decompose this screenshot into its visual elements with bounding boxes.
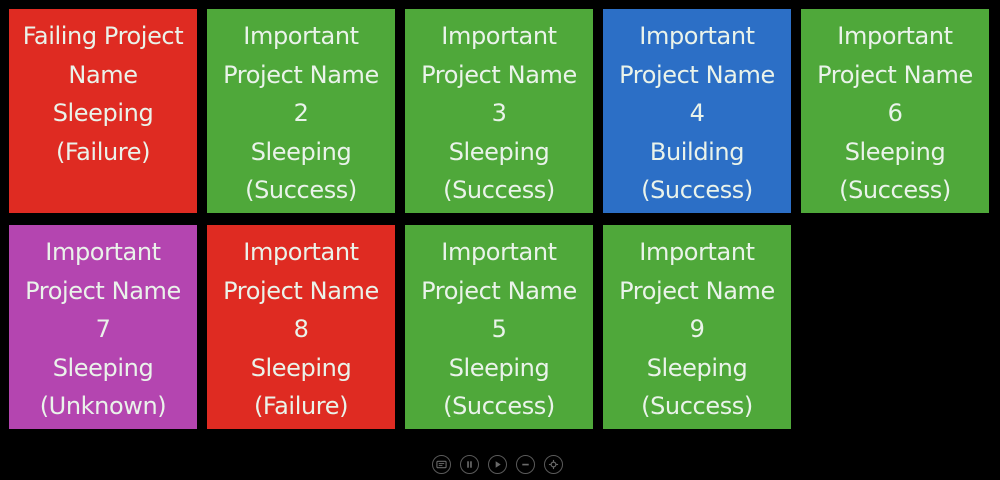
project-number: 9 (689, 315, 705, 344)
activity-label: Sleeping (250, 137, 352, 166)
project-tile[interactable]: Important Project Name 4 Building (Succe… (603, 9, 791, 213)
player-controls (432, 455, 563, 475)
activity-label: Sleeping (448, 137, 550, 166)
project-name-line-2: Project Name (25, 276, 181, 305)
build-status-grid: Failing Project Name Sleeping (Failure) … (9, 9, 991, 431)
project-tile[interactable]: Important Project Name 8 Sleeping (Failu… (207, 225, 395, 429)
pause-icon (467, 461, 472, 468)
project-tile[interactable]: Important Project Name 7 Sleeping (Unkno… (9, 225, 197, 429)
activity-label: Building (649, 137, 745, 166)
project-number: 5 (491, 315, 507, 344)
project-tile[interactable]: Important Project Name 6 Sleeping (Succe… (801, 9, 989, 213)
project-tile[interactable]: Failing Project Name Sleeping (Failure) (9, 9, 197, 213)
project-name-line-1: Important (243, 22, 359, 50)
build-status-label: (Failure) (55, 137, 151, 166)
activity-label: Sleeping (52, 353, 154, 382)
project-name-line-1: Important (639, 22, 755, 50)
build-status-label: (Failure) (253, 392, 349, 421)
build-status-label: (Success) (641, 176, 753, 205)
project-tile[interactable]: Important Project Name 9 Sleeping (Succe… (603, 225, 791, 429)
project-name-line-1: Important (441, 22, 557, 50)
activity-label: Sleeping (448, 353, 550, 382)
activity-label: Sleeping (646, 353, 748, 382)
project-name-line-2: Project Name (421, 276, 577, 305)
project-tile[interactable]: Important Project Name 2 Sleeping (Succe… (207, 9, 395, 213)
project-name-line-1: Important (441, 238, 557, 266)
project-number: 7 (95, 315, 111, 344)
project-name-line-2: Project Name (817, 60, 973, 89)
play-button[interactable] (488, 455, 507, 474)
project-name-line-2: Project Name (223, 60, 379, 89)
project-name-line-2: Project Name (619, 276, 775, 305)
build-status-label: (Unknown) (39, 392, 167, 421)
minimize-icon (522, 463, 529, 466)
project-name-line-1: Important (639, 238, 755, 266)
project-name-line-2: Name (68, 60, 138, 89)
settings-button[interactable] (544, 455, 563, 474)
project-name-line-2: Project Name (619, 60, 775, 89)
project-number: 3 (491, 99, 507, 128)
build-status-label: (Success) (641, 392, 753, 421)
project-name-line-2: Project Name (421, 60, 577, 89)
build-status-label: (Success) (839, 176, 951, 205)
build-status-label: (Success) (443, 176, 555, 205)
project-number: 4 (689, 99, 705, 128)
project-number: 6 (887, 99, 903, 128)
play-icon (495, 461, 501, 468)
project-name-line-1: Important (837, 22, 953, 50)
build-status-label: (Success) (443, 392, 555, 421)
subtitles-button[interactable] (432, 455, 451, 474)
activity-label: Sleeping (844, 137, 946, 166)
minimize-button[interactable] (516, 455, 535, 474)
project-name-line-1: Important (45, 238, 161, 266)
project-name-line-1: Important (243, 238, 359, 266)
subtitles-icon (436, 460, 447, 469)
pause-button[interactable] (460, 455, 479, 474)
project-name-line-2: Project Name (223, 276, 379, 305)
project-number: 2 (293, 99, 309, 128)
activity-label: Sleeping (52, 99, 154, 128)
project-number: 8 (293, 315, 309, 344)
project-tile[interactable]: Important Project Name 3 Sleeping (Succe… (405, 9, 593, 213)
activity-label: Sleeping (250, 353, 352, 382)
settings-icon (548, 459, 559, 470)
project-tile[interactable]: Important Project Name 5 Sleeping (Succe… (405, 225, 593, 429)
project-name-line-1: Failing Project (22, 22, 184, 50)
build-status-label: (Success) (245, 176, 357, 205)
